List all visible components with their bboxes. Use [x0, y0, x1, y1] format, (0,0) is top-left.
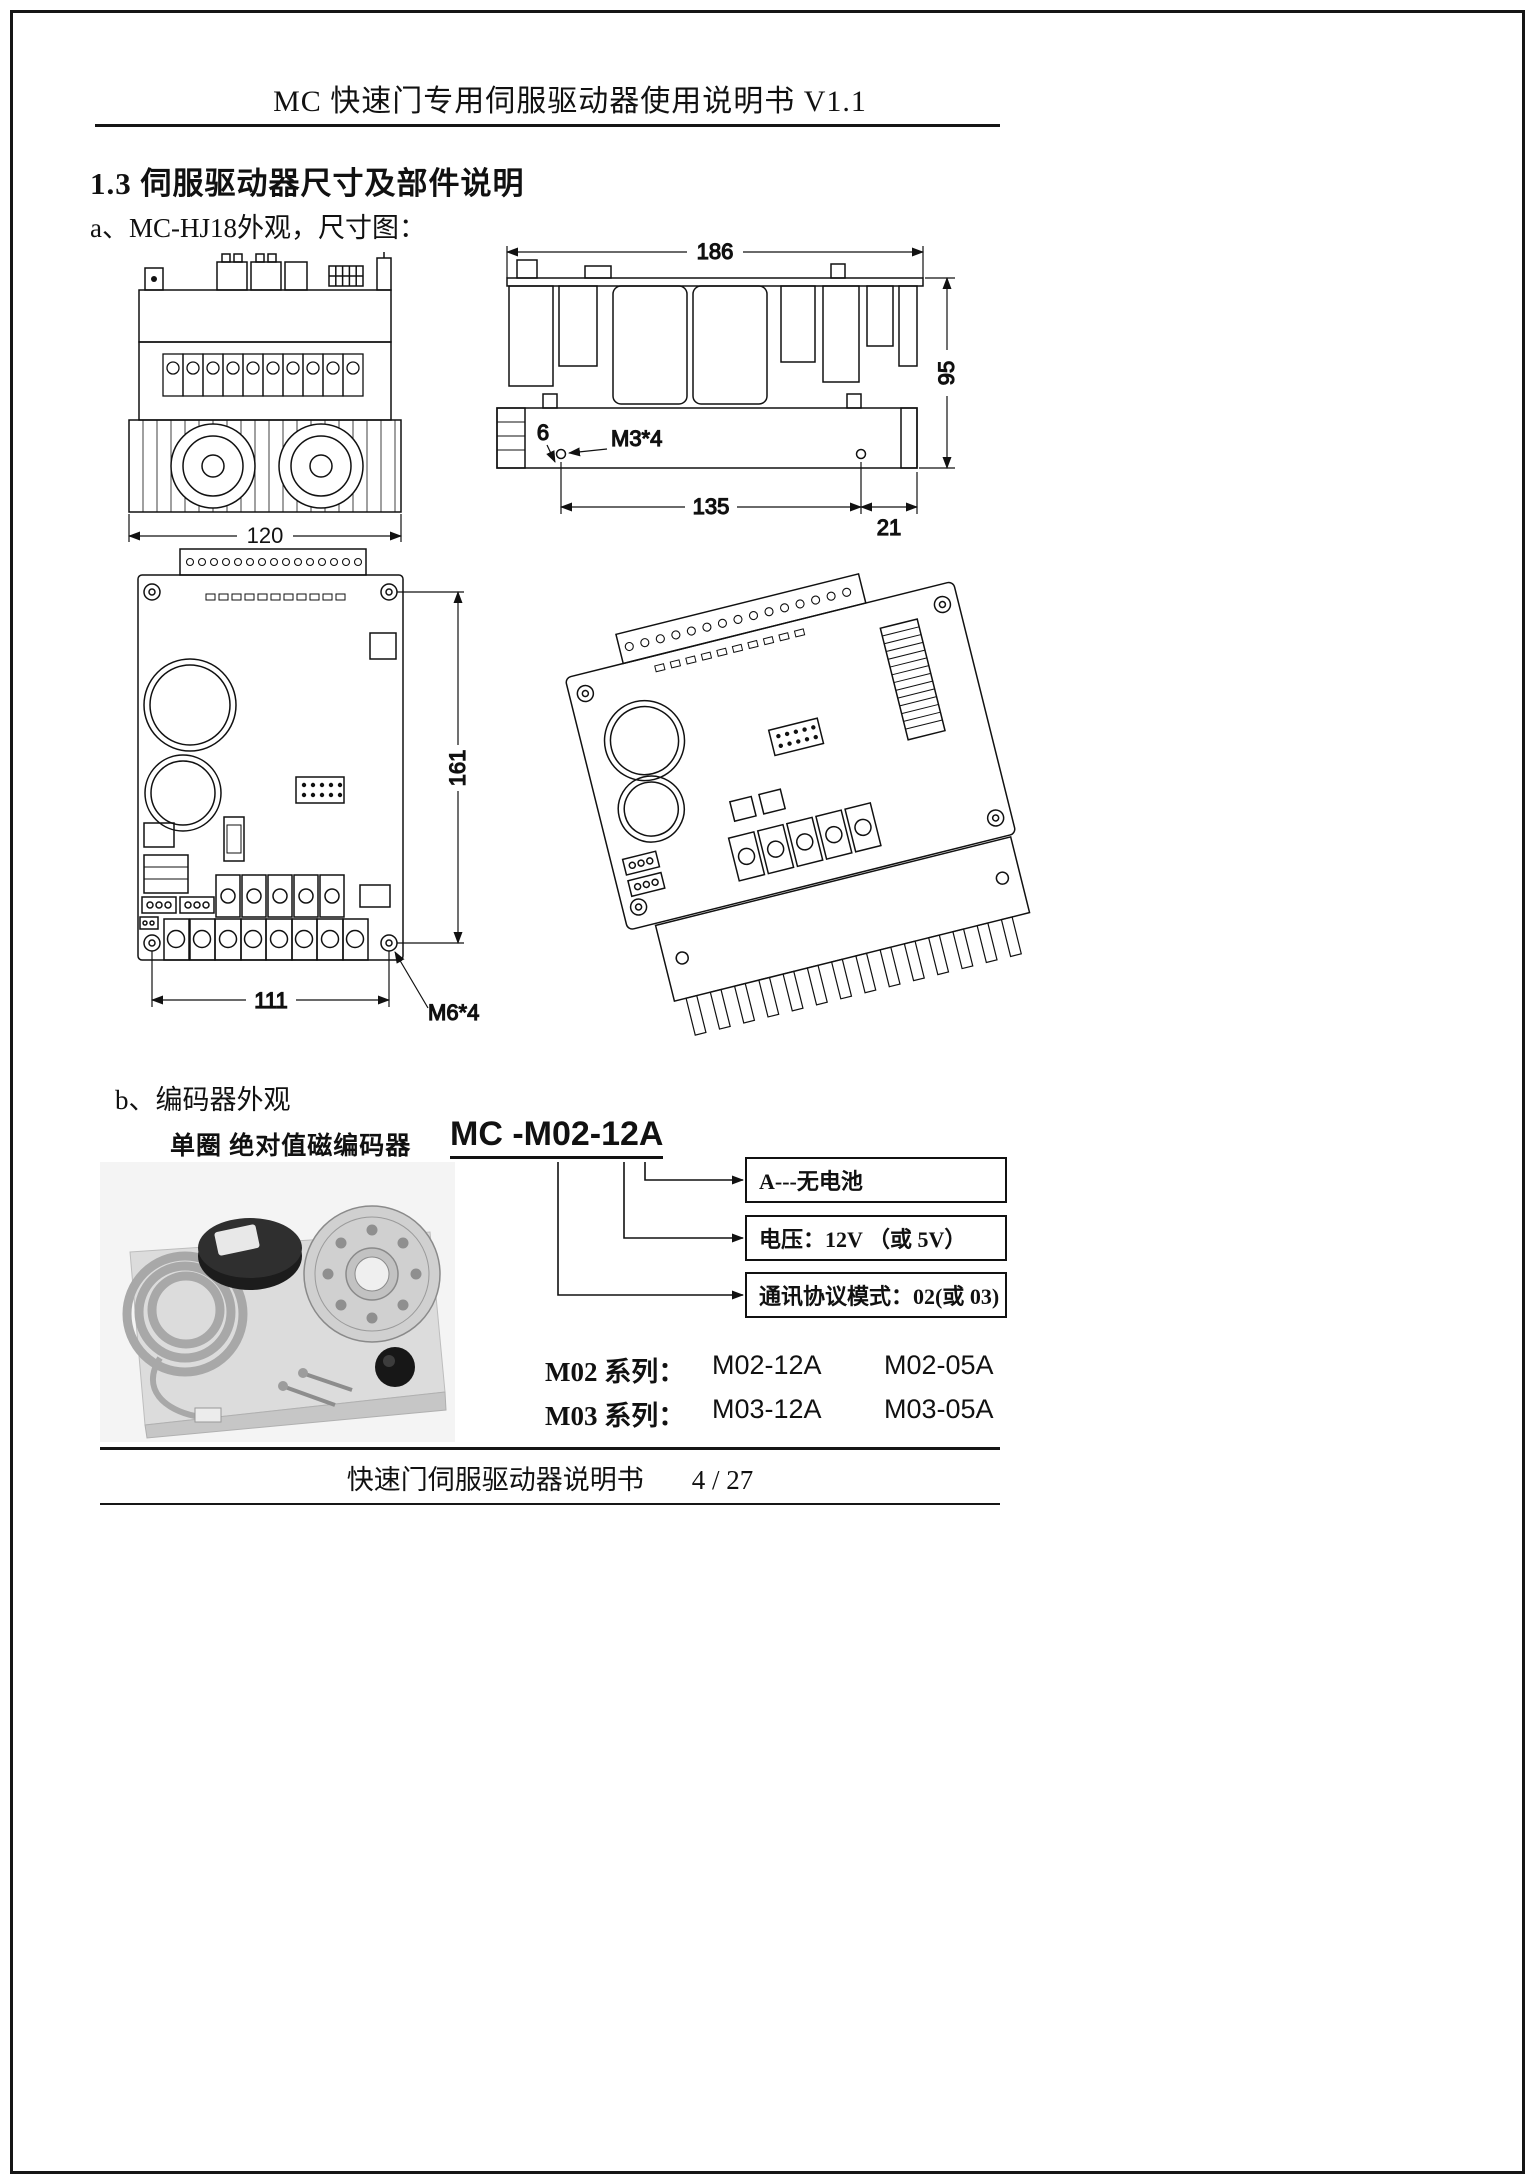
dim-95: 95: [919, 277, 960, 469]
pcb-board: [137, 548, 404, 961]
footer-rule-bottom: [100, 1503, 1000, 1505]
dim-21-label: 21: [877, 515, 901, 540]
dim-135: 135: [560, 462, 862, 520]
callout-battery-text: A---无电池: [759, 1169, 863, 1194]
dim-186: 186: [506, 238, 924, 278]
callout-protocol-text: 通讯协议模式：02(或 03): [759, 1284, 1000, 1309]
encoder-flange: [303, 1205, 441, 1343]
footer-doc-title: 快速门伺服驱动器说明书: [346, 1465, 644, 1495]
page-title: MC 快速门专用伺服驱动器使用说明书 V1.1: [273, 85, 867, 118]
dim-6-and-m3: 6 M3*4: [536, 419, 663, 463]
drawing-front-view: 120: [128, 252, 402, 548]
series-m03-model-2: M03-05A: [884, 1394, 994, 1424]
drawing-pcb-top-view: 161 111 M6*4: [137, 548, 480, 1026]
encoder-photo: [100, 1162, 455, 1442]
dim-6-label: 6: [537, 420, 549, 445]
dim-161: 161: [397, 591, 471, 944]
encoder-title: 单圈 绝对值磁编码器: [170, 1133, 412, 1160]
dim-161-label: 161: [445, 750, 470, 787]
item-b-label: b、编码器外观: [115, 1085, 291, 1115]
model-callout-connectors: [557, 1162, 744, 1300]
dim-111: 111: [151, 951, 390, 1014]
front-view-body: [138, 252, 392, 421]
callout-box-battery: A---无电池: [745, 1157, 1007, 1203]
dim-m3-label: M3*4: [611, 426, 662, 451]
side-view-body: [496, 259, 924, 469]
dim-m6: M6*4: [394, 951, 480, 1026]
callout-voltage-text: 电压：12V （或 5V）: [759, 1227, 967, 1252]
dim-120: 120: [128, 514, 402, 548]
drawing-isometric-view: [565, 572, 1031, 1036]
encoder-cable-connector: [194, 1407, 222, 1423]
isometric-assembly: [565, 572, 1031, 1036]
footer-rule-top: [100, 1447, 1000, 1450]
dim-186-label: 186: [697, 239, 734, 264]
callout-box-protocol: 通讯协议模式：02(或 03): [745, 1272, 1007, 1318]
footer-page-number: 4 / 27: [691, 1465, 754, 1495]
footer: 快速门伺服驱动器说明书 4 / 27: [100, 1458, 1000, 1497]
dim-21: 21: [860, 472, 918, 541]
encoder-body: [198, 1218, 302, 1290]
series-m03-label: M03 系列：: [545, 1401, 686, 1431]
series-m02-model-2: M02-05A: [884, 1350, 994, 1380]
item-a-label: a、MC-HJ18外观，尺寸图：: [90, 213, 426, 243]
dim-95-label: 95: [934, 361, 959, 385]
drawing-side-view: 186 6 M3*4: [496, 238, 960, 541]
dim-111-label: 111: [254, 988, 287, 1013]
series-m02-label: M02 系列：: [545, 1357, 686, 1387]
encoder-model-code: MC -M02-12A: [450, 1115, 664, 1160]
callout-box-voltage: 电压：12V （或 5V）: [745, 1215, 1007, 1261]
dim-135-label: 135: [693, 494, 730, 519]
front-view-heatsink: [128, 419, 402, 513]
encoder-cable-coil: [122, 1251, 248, 1377]
series-m03-model-1: M03-12A: [712, 1394, 822, 1424]
header-rule: [95, 124, 1000, 127]
series-m02-model-1: M02-12A: [712, 1350, 822, 1380]
encoder-shaft-knob: [375, 1347, 415, 1387]
dim-120-label: 120: [247, 523, 284, 548]
dim-m6-label: M6*4: [428, 1000, 479, 1025]
front-view-terminals: [162, 353, 364, 397]
section-heading: 1.3 伺服驱动器尺寸及部件说明: [90, 166, 525, 201]
encoder-screws: [278, 1368, 353, 1407]
